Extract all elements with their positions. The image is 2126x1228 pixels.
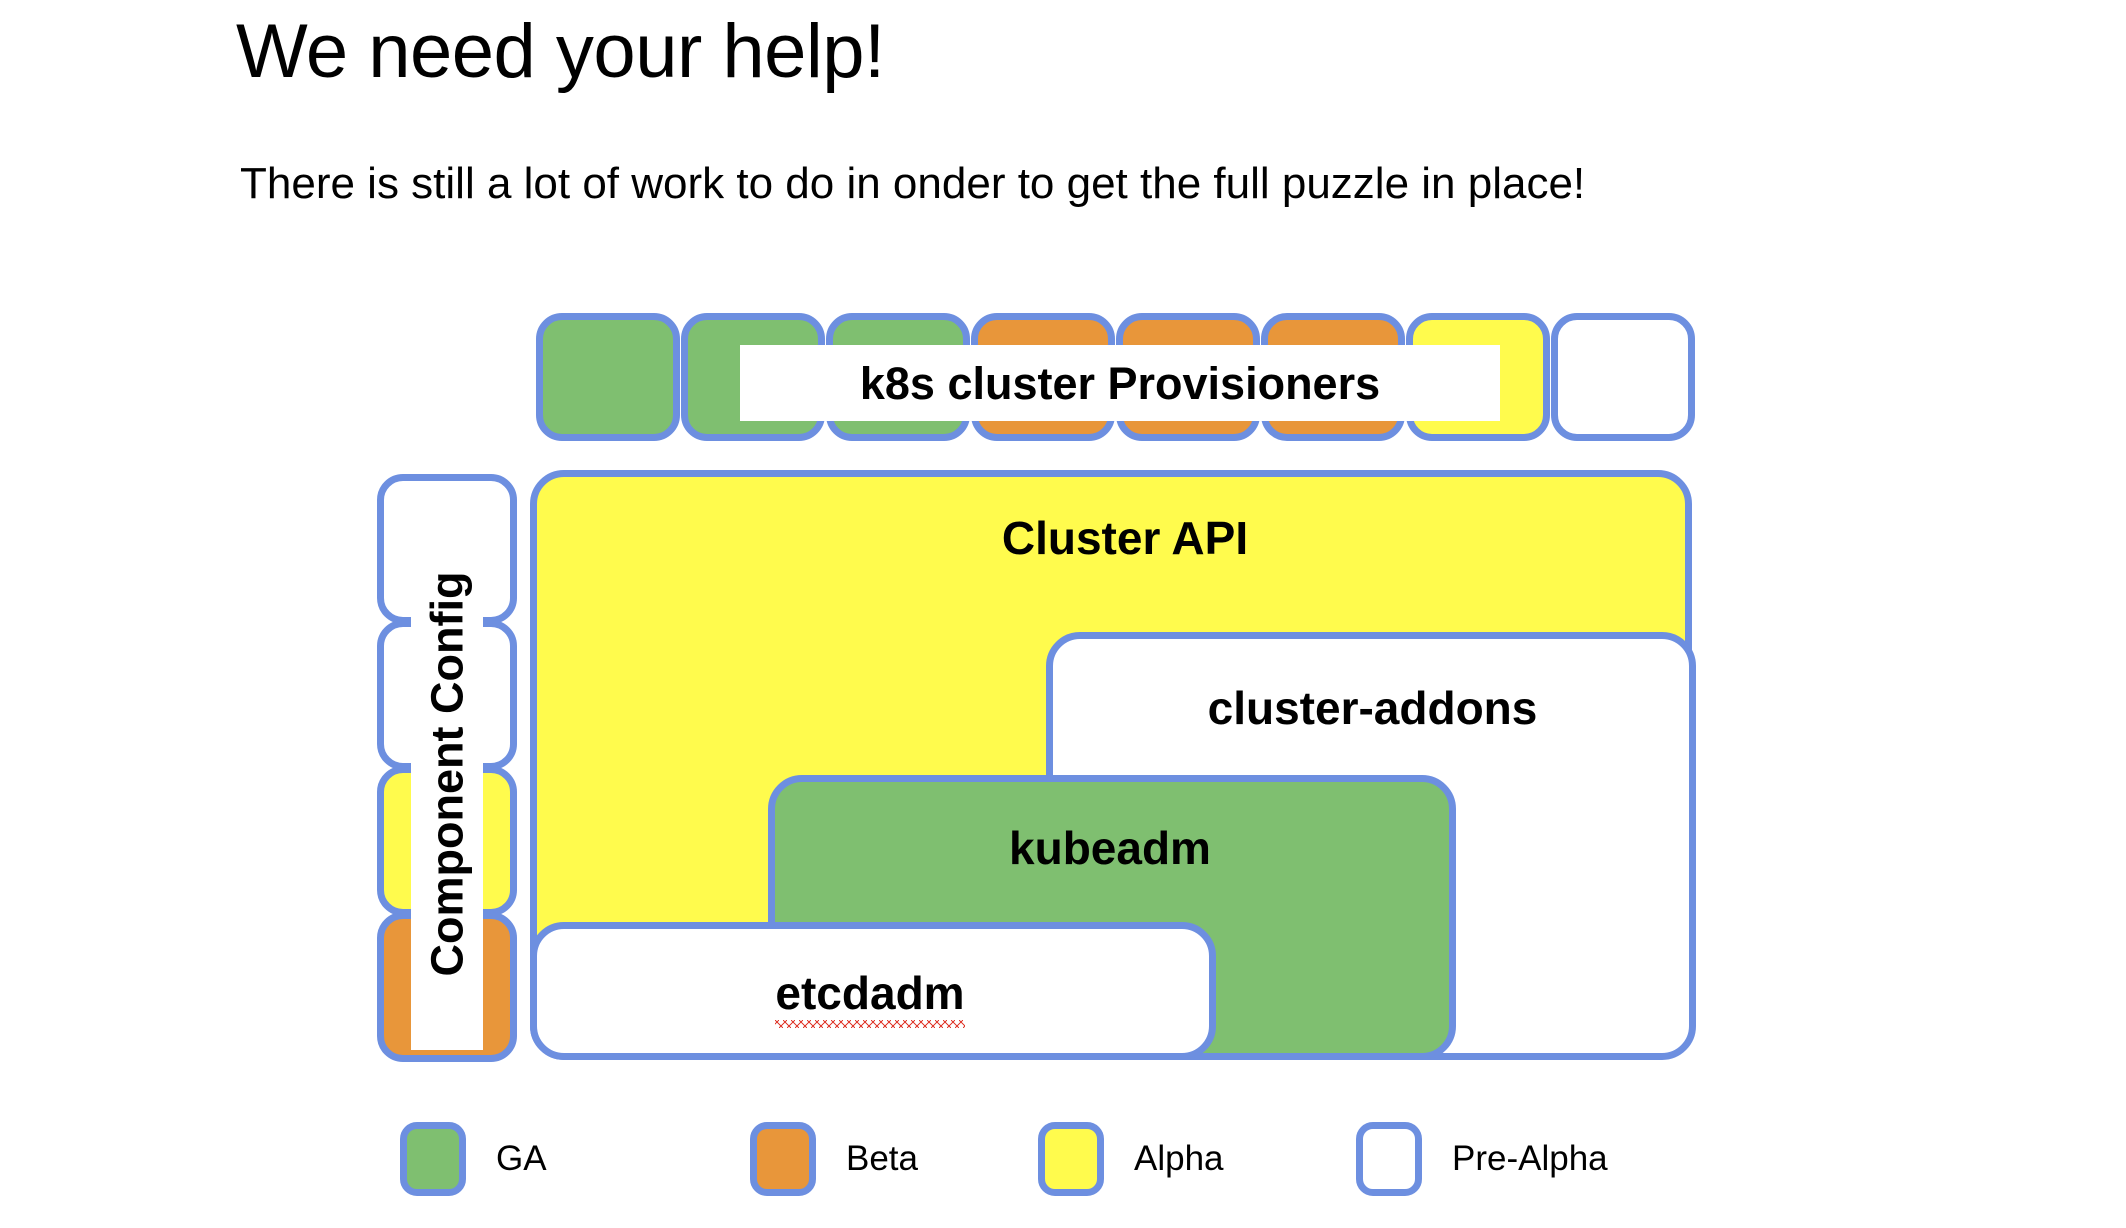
provisioner-tile-8 bbox=[1551, 313, 1695, 441]
legend-swatch-ga bbox=[400, 1122, 466, 1196]
page-subtitle: There is still a lot of work to do in on… bbox=[240, 159, 1586, 208]
etcdadm-label: etcdadm bbox=[530, 967, 1210, 1019]
etcdadm-label-text: etcdadm bbox=[775, 967, 965, 1028]
legend-swatch-prealpha bbox=[1356, 1122, 1422, 1196]
legend-item-prealpha: Pre-Alpha bbox=[1356, 1122, 1608, 1196]
component-config-plate bbox=[411, 498, 483, 1050]
provisioner-tile-1 bbox=[536, 313, 680, 441]
cluster-api-label: Cluster API bbox=[1001, 512, 1249, 564]
provisioners-label: k8s cluster Provisioners bbox=[859, 357, 1381, 409]
legend-item-alpha: Alpha bbox=[1038, 1122, 1224, 1196]
legend-label-prealpha: Pre-Alpha bbox=[1452, 1139, 1608, 1178]
component-config-label: Component Config bbox=[421, 571, 473, 977]
etcdadm-box bbox=[530, 922, 1216, 1060]
legend-swatch-alpha bbox=[1038, 1122, 1104, 1196]
legend-label-alpha: Alpha bbox=[1134, 1139, 1224, 1178]
legend-swatch-beta bbox=[750, 1122, 816, 1196]
legend-label-beta: Beta bbox=[846, 1139, 918, 1178]
page-title: We need your help! bbox=[236, 9, 885, 94]
component-config-label-wrap: Component Config bbox=[411, 498, 483, 1050]
kubeadm-label: kubeadm bbox=[1009, 822, 1211, 874]
legend-label-ga: GA bbox=[496, 1139, 547, 1178]
provisioners-banner: k8s cluster Provisioners bbox=[740, 345, 1500, 421]
legend-item-ga: GA bbox=[400, 1122, 547, 1196]
cluster-addons-label: cluster-addons bbox=[1207, 682, 1538, 734]
legend-item-beta: Beta bbox=[750, 1122, 918, 1196]
